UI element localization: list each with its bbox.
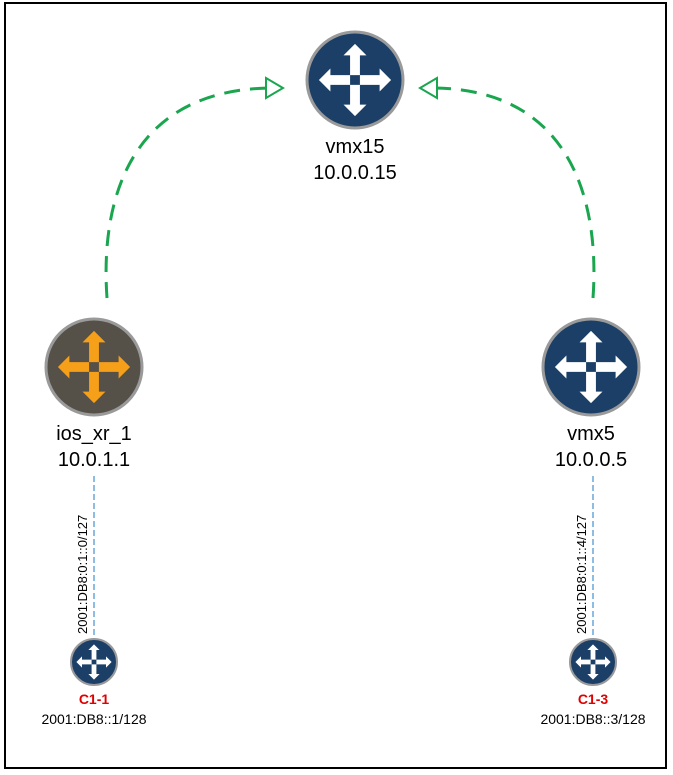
router-icon[interactable] (569, 638, 617, 686)
router-icon[interactable] (70, 638, 118, 686)
link-label-left: 2001:DB8:0:1::0/127 (75, 514, 90, 634)
router-icon[interactable] (44, 317, 144, 417)
node-name-ios-xr-1: ios_xr_1 (56, 423, 132, 445)
client-name-c1-1: C1-1 (78, 691, 110, 707)
bgp-session-ios-xr-1-to-vmx15 (104, 86, 271, 299)
arrowhead-right-icon (418, 76, 438, 100)
router-icon[interactable] (305, 30, 405, 130)
bgp-session-vmx5-to-vmx15 (434, 86, 596, 299)
node-ip-vmx15: 10.0.0.15 (313, 162, 397, 184)
node-name-vmx15: vmx15 (325, 136, 385, 158)
node-ip-ios-xr-1: 10.0.1.1 (57, 449, 131, 471)
link-label-right: 2001:DB8:0:1::4/127 (574, 514, 589, 634)
client-address-c1-3: 2001:DB8::3/128 (540, 711, 646, 727)
router-icon[interactable] (541, 317, 641, 417)
node-name-vmx5: vmx5 (567, 423, 615, 445)
client-name-c1-3: C1-3 (577, 691, 609, 707)
node-ip-vmx5: 10.0.0.5 (554, 449, 628, 471)
diagram-frame (4, 2, 667, 769)
client-address-c1-1: 2001:DB8::1/128 (41, 711, 147, 727)
arrowhead-left-icon (265, 76, 285, 100)
